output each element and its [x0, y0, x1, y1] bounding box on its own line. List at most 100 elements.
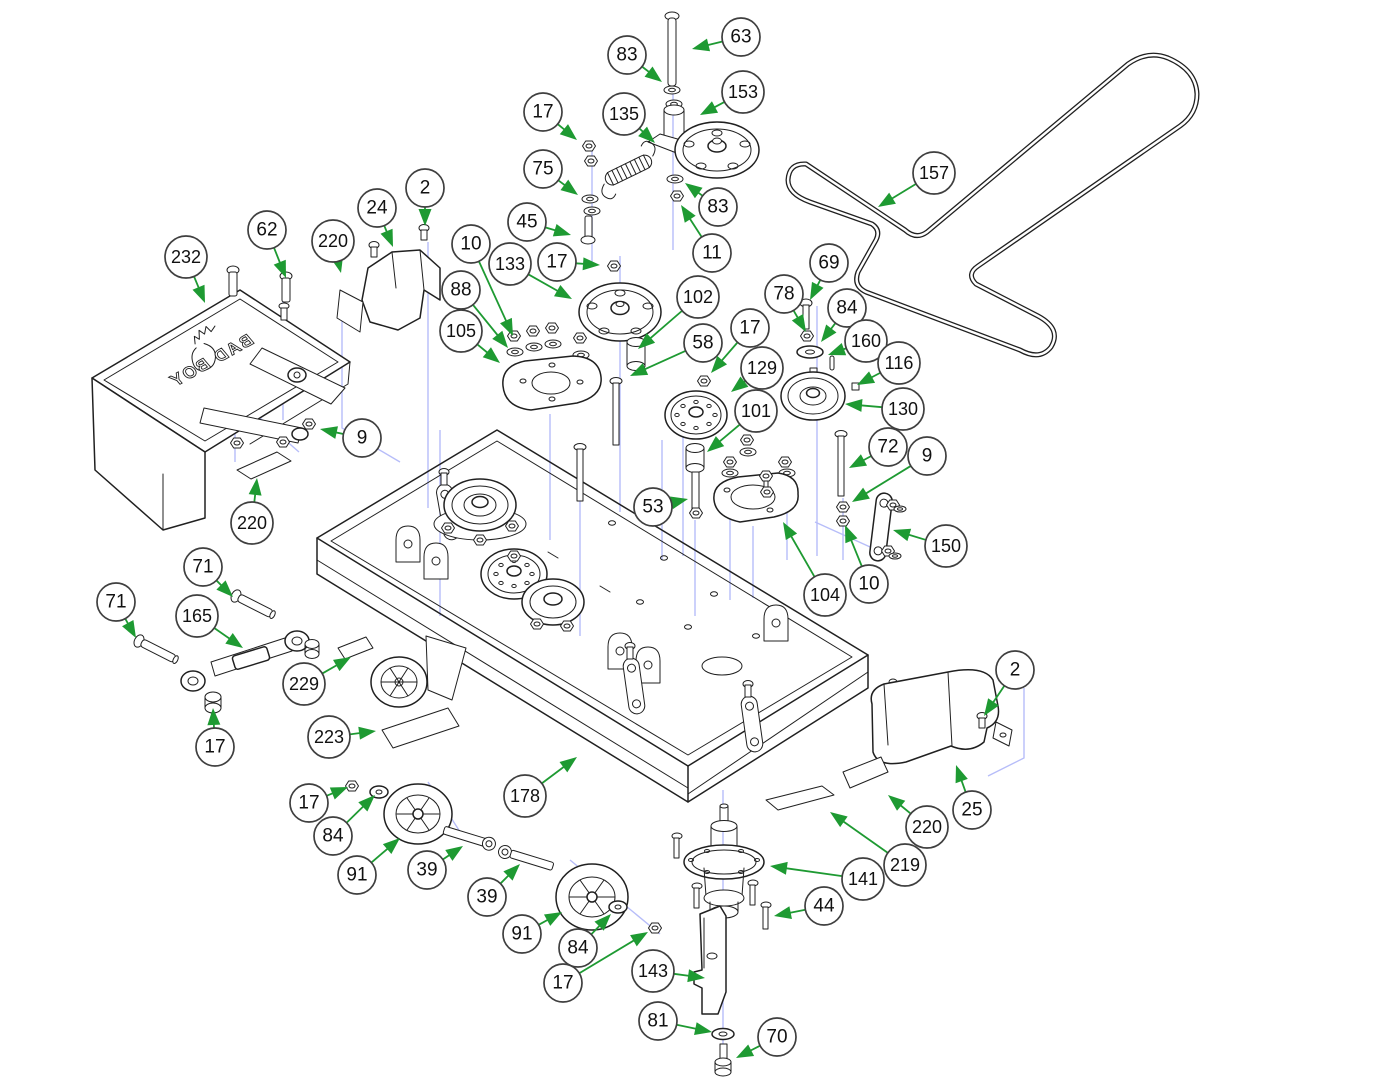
callout-arrow-head: [207, 708, 221, 726]
callout-219-62: 219: [830, 812, 927, 887]
callout-circle: [439, 309, 483, 353]
callout-circle: [995, 650, 1035, 690]
callout-number: 141: [848, 869, 878, 889]
callout-arrow-head: [358, 726, 376, 740]
callout-number: 84: [322, 826, 344, 847]
callout-circle: [827, 288, 867, 328]
callout-arrow-shaft: [527, 273, 561, 293]
callout-circle: [503, 774, 547, 818]
callout-arrow-head: [700, 101, 719, 115]
callout-arrow-head: [687, 969, 705, 983]
callout-arrow-head: [685, 183, 703, 199]
callout-number: 220: [912, 817, 942, 837]
flat-idler-129-stack: [664, 375, 728, 519]
callout-number: 129: [747, 358, 777, 378]
callout-arrow-head: [329, 787, 348, 800]
callout-circle: [881, 387, 925, 431]
callout-circle: [764, 274, 804, 314]
callout-17-3: 17: [523, 92, 577, 140]
callout-88-18: 88: [441, 270, 508, 348]
callout-arrow-head: [711, 355, 728, 373]
callout-157-14: 157: [878, 151, 956, 207]
callout-arrow-head: [122, 619, 136, 638]
callout-arrow-shaft: [676, 1023, 699, 1031]
callout-10-15: 10: [451, 224, 513, 336]
callout-circle: [175, 594, 219, 638]
callout-arrow-head: [382, 838, 400, 855]
callout-105-19: 105: [439, 309, 500, 363]
callout-circle: [183, 547, 223, 587]
callout-arrow-shaft: [840, 819, 889, 854]
callout-arrow-head: [559, 124, 577, 140]
callout-circle: [195, 727, 235, 767]
callout-91-47: 91: [337, 838, 400, 895]
callout-number: 143: [638, 961, 668, 981]
callout-circle: [282, 662, 326, 706]
callout-arrow-shaft: [647, 310, 683, 341]
callout-arrow-shaft: [849, 537, 863, 567]
callout-17-52: 17: [543, 932, 648, 1003]
callout-number: 116: [885, 353, 914, 373]
callout-84-51: 84: [558, 914, 611, 968]
callout-circle: [633, 487, 673, 527]
callout-circle: [924, 524, 968, 568]
callout-circle: [631, 949, 675, 993]
callout-arrow-shaft: [906, 533, 927, 541]
callout-circle: [905, 805, 949, 849]
callout-arrow-head: [849, 454, 868, 468]
callout-number: 11: [702, 243, 722, 264]
callout-arrow-head: [770, 861, 788, 875]
callout-circle: [883, 843, 927, 887]
decal-220-left: [236, 451, 292, 480]
spindle-assembly-141: [671, 803, 772, 1077]
callout-arrow-head: [731, 376, 749, 392]
callout-circle: [247, 210, 287, 250]
mount-plate-104: [713, 434, 799, 523]
callout-circle: [289, 783, 329, 823]
callout-number: 58: [692, 333, 713, 354]
callout-number: 150: [931, 536, 961, 556]
callout-11-8: 11: [681, 205, 732, 273]
callout-number: 104: [810, 585, 840, 605]
callout-number: 53: [642, 497, 663, 518]
callout-arrow-head: [559, 757, 577, 773]
callout-178-53: 178: [503, 757, 577, 818]
callout-number: 17: [739, 318, 760, 339]
callout-133-16: 133: [488, 242, 572, 299]
callout-arrow-shaft: [345, 804, 366, 824]
callout-number: 153: [728, 82, 758, 102]
callout-2-59: 2: [984, 650, 1035, 716]
callout-arrow-head: [543, 912, 562, 926]
callout-220-38: 220: [230, 478, 274, 545]
callout-arrow-shaft: [863, 465, 912, 496]
belt-guard-24: [336, 224, 441, 333]
callout-number: 25: [961, 800, 982, 821]
callout-circle: [502, 914, 542, 954]
callout-arrow-head: [503, 864, 520, 881]
callout-circle: [96, 582, 136, 622]
callout-circle: [543, 963, 583, 1003]
callout-17-25: 17: [711, 308, 770, 373]
deck-belt-157: [785, 52, 1200, 358]
callout-arrow-head: [333, 657, 351, 672]
callout-arrow-head: [830, 812, 848, 828]
callout-arrow-head: [638, 332, 656, 349]
callout-circle: [721, 17, 761, 57]
callout-number: 39: [416, 860, 437, 881]
callout-number: 105: [446, 321, 476, 341]
callout-number: 2: [420, 178, 431, 199]
v-idler-130-stack: [780, 298, 860, 421]
callout-229-42: 229: [282, 657, 351, 706]
callout-circle: [607, 35, 647, 75]
callout-number: 17: [532, 102, 553, 123]
decal-223: [381, 707, 460, 749]
callout-arrow-head: [736, 1044, 755, 1058]
spindle-hardware-and-plate-105: [502, 322, 602, 411]
callout-arrow-shaft: [478, 260, 509, 324]
callout-91-50: 91: [502, 912, 562, 954]
callout-number: 220: [318, 231, 348, 251]
callout-number: 17: [552, 973, 573, 994]
callout-circle: [311, 219, 355, 263]
callout-arrow-head: [320, 426, 338, 439]
